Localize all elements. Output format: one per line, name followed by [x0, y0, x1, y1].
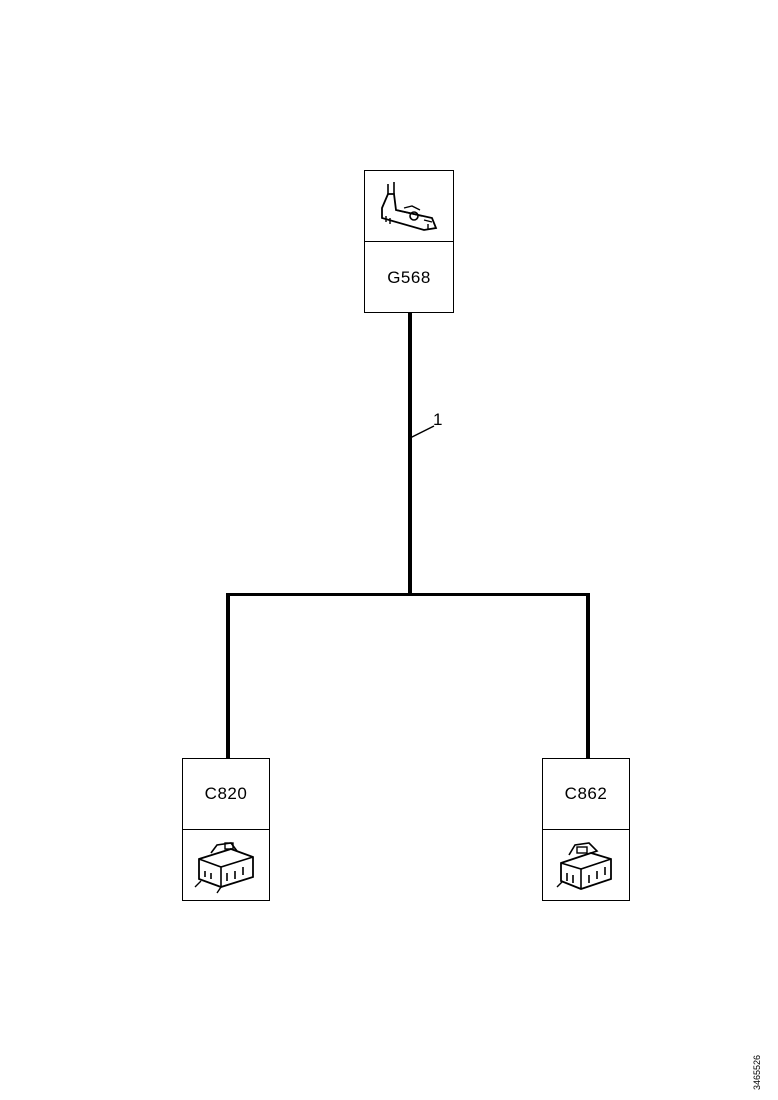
connector-right-icon-cell [543, 830, 629, 901]
wire-trunk [408, 312, 412, 596]
ground-terminal-icon [381, 182, 438, 231]
wire-branch-left [226, 593, 230, 759]
connector-right-label: C862 [564, 784, 608, 803]
wire-branch-right [586, 593, 590, 759]
connector-right-label-cell: C862 [543, 759, 629, 830]
connector-block-right[interactable]: C862 [542, 758, 630, 901]
ground-label-cell: G568 [365, 242, 453, 313]
ground-block[interactable]: G568 [364, 170, 454, 313]
callout-leader [409, 425, 435, 439]
connector-left-label: C820 [204, 784, 248, 803]
callout-number: 1 [433, 410, 443, 429]
connector-icon [556, 841, 612, 890]
connector-left-label-cell: C820 [183, 759, 269, 830]
ground-label: G568 [387, 267, 431, 287]
connector-icon [194, 841, 254, 893]
connector-left-icon-cell [183, 830, 269, 901]
connector-block-left[interactable]: C820 [182, 758, 270, 901]
figure-id: 3465526 [752, 1054, 762, 1090]
ground-icon-cell [365, 171, 453, 242]
wire-horizontal-bus [226, 593, 590, 596]
